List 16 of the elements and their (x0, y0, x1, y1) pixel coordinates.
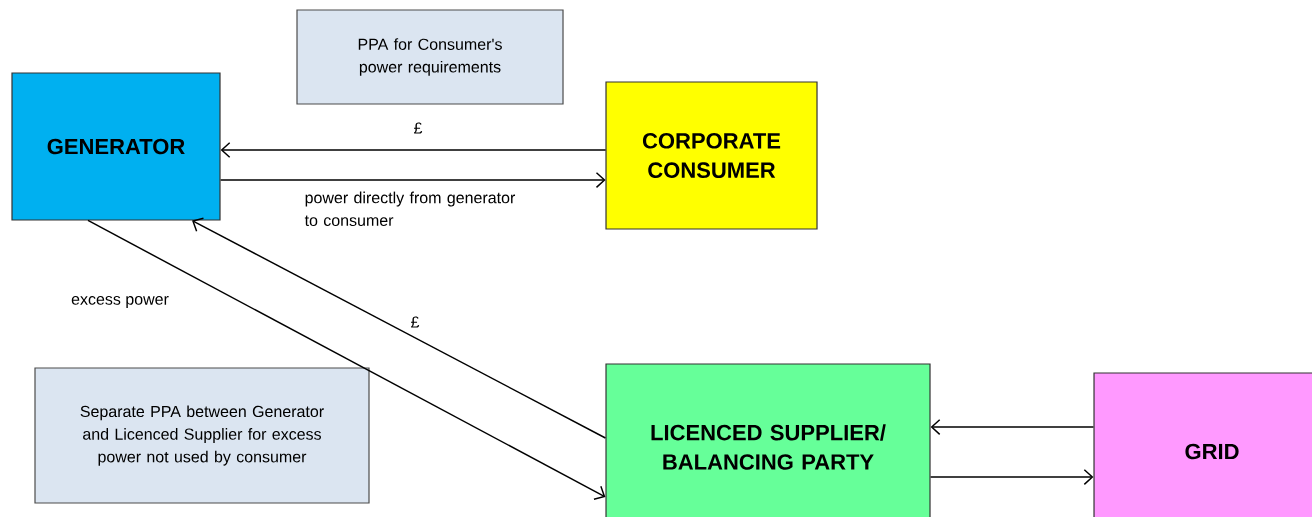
agreement-box: PPA for Consumer's power requirements (296, 9, 564, 105)
process-box: CORPORATE CONSUMER (605, 81, 818, 230)
edge-label: power directly from generator to consumer (303, 190, 520, 228)
arrow (87, 219, 606, 500)
edge-label: £ (412, 121, 424, 135)
arrow (219, 171, 606, 189)
process-box: LICENCED SUPPLIER/ BALANCING PARTY (605, 363, 931, 517)
edge-label: excess power (69, 294, 171, 310)
arrow (929, 468, 1094, 486)
process-box: GENERATOR (11, 72, 221, 221)
agreement-box: Separate PPA between Generator and Licenced Supplier for excess power not used by consumer (34, 367, 370, 504)
arrow (192, 217, 607, 439)
process-box: GRID (1093, 372, 1312, 517)
arrow (930, 418, 1095, 436)
arrow (220, 141, 607, 159)
edge-label: £ (409, 315, 421, 329)
